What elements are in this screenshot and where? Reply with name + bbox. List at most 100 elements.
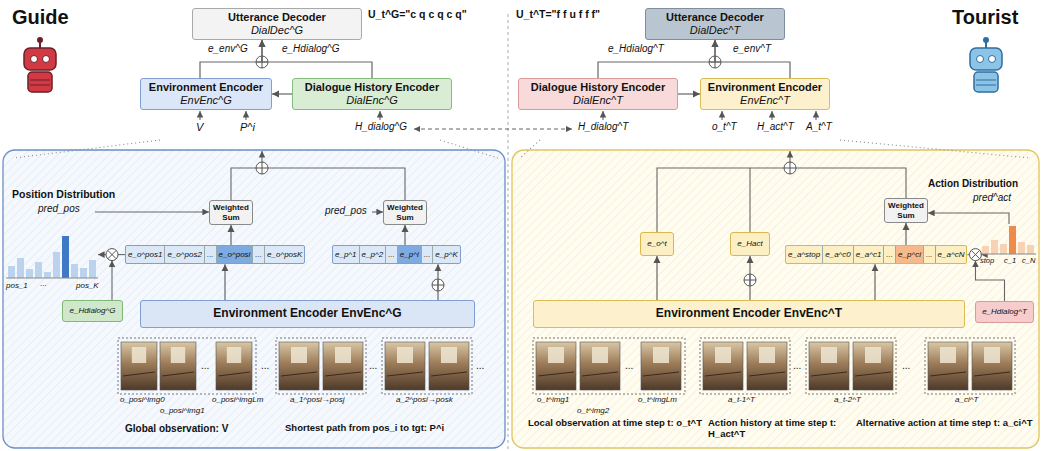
embedding-cell: ... bbox=[386, 246, 398, 263]
robot-antenna-tip bbox=[983, 37, 989, 43]
image-group bbox=[276, 338, 366, 394]
symbol-ring bbox=[784, 162, 796, 174]
photo-window bbox=[548, 347, 564, 363]
photo-frame bbox=[853, 342, 893, 390]
photo-floor bbox=[387, 372, 423, 376]
probability-bar bbox=[53, 252, 60, 278]
scene-photo bbox=[536, 342, 576, 390]
module-name: Dialogue History Encoder bbox=[531, 81, 665, 94]
robot-eye bbox=[31, 56, 38, 63]
math-label: pred_pos bbox=[38, 203, 80, 215]
embedding-box: e_Hdialog^T bbox=[975, 301, 1034, 323]
module-name: Dialogue History Encoder bbox=[305, 81, 439, 94]
photo-floor bbox=[325, 372, 361, 376]
zoom-line bbox=[840, 140, 1030, 158]
zoom-line bbox=[14, 140, 160, 158]
probability-bar bbox=[991, 240, 998, 254]
symbol-cross bbox=[108, 251, 116, 259]
photo-floor bbox=[538, 372, 574, 376]
ellipsis: ... bbox=[369, 360, 377, 372]
photo-window bbox=[984, 347, 1000, 363]
image-label: a_2^posi→posk bbox=[396, 395, 453, 404]
photo-frame bbox=[809, 342, 849, 390]
robot-body bbox=[28, 72, 52, 92]
merge-wire bbox=[796, 168, 906, 198]
scene-photo bbox=[429, 342, 469, 390]
zoom-line bbox=[520, 140, 540, 158]
symbol-cross bbox=[971, 251, 979, 259]
probability-bar bbox=[1027, 245, 1034, 254]
module-name: Utterance Decoder bbox=[666, 11, 764, 24]
symbol-cross bbox=[784, 162, 796, 174]
math-label: e_Hdialog^T bbox=[608, 43, 664, 55]
embedding-cell: e_a^cN bbox=[936, 246, 967, 263]
exchange-arrow bbox=[414, 129, 572, 130]
image-label: o_t^imgLm bbox=[638, 395, 677, 404]
input-arrow bbox=[771, 111, 772, 120]
photo-window bbox=[653, 347, 669, 363]
photo-frame bbox=[385, 342, 425, 390]
embedding-cell: e_p^1 bbox=[333, 246, 360, 263]
chart-baseline bbox=[6, 278, 98, 279]
divider-line bbox=[508, 14, 509, 451]
symbol-cross bbox=[256, 162, 268, 174]
photo-frame bbox=[747, 342, 787, 390]
connector-arrow bbox=[200, 40, 262, 78]
probability-bar bbox=[89, 260, 96, 278]
caption-label: Global observation: V bbox=[125, 423, 228, 435]
math-label: V bbox=[196, 121, 203, 134]
tourist-robot-icon bbox=[970, 37, 1002, 92]
robot-stripe bbox=[30, 80, 50, 81]
image-group bbox=[118, 338, 256, 394]
math-label: o_t^T bbox=[712, 121, 737, 133]
module-symbol: DialDec^G bbox=[251, 24, 303, 37]
image-group bbox=[700, 338, 790, 394]
photo-window bbox=[227, 347, 241, 363]
embedding-box: e_o^t bbox=[640, 232, 674, 256]
photo-floor bbox=[123, 372, 155, 376]
pred-arrow bbox=[95, 211, 209, 212]
embedding-box: e_Hdialog^G bbox=[62, 300, 123, 322]
photo-window bbox=[821, 347, 837, 363]
output-wire bbox=[261, 151, 262, 162]
scene-photo bbox=[279, 342, 319, 390]
embedding-row: e_a^stope_a^c0e_a^c1...e_p^ci...e_a^cN bbox=[785, 245, 967, 264]
ellipsis: ... bbox=[476, 360, 484, 372]
embedding-cell: e_p^2 bbox=[360, 246, 387, 263]
probability-bar bbox=[44, 272, 51, 278]
score-arrow bbox=[98, 254, 106, 255]
photo-floor bbox=[582, 372, 618, 376]
ellipsis: ... bbox=[902, 360, 910, 372]
math-label: e_Hdialog^G bbox=[282, 43, 340, 55]
math-label: e_env^G bbox=[208, 43, 248, 55]
axis-label: c_N bbox=[1022, 257, 1035, 266]
embedding-box: e_Hact bbox=[730, 232, 770, 256]
encoder-box: Environment EncoderEnvEnc^G bbox=[140, 78, 272, 110]
chart-baseline bbox=[980, 254, 1036, 255]
math-label: H_dialog^T bbox=[578, 121, 628, 133]
photo-frame bbox=[536, 342, 576, 390]
math-label: A_t^T bbox=[806, 121, 832, 133]
merge-wire bbox=[749, 168, 750, 232]
input-arrow bbox=[245, 111, 246, 120]
ellipsis: ... bbox=[625, 360, 633, 372]
guide-panel bbox=[3, 150, 505, 448]
probability-bar bbox=[982, 246, 989, 254]
photo-floor bbox=[162, 372, 194, 376]
probability-bar bbox=[35, 262, 42, 278]
math-label: H_dialog^G bbox=[355, 121, 407, 133]
robot-stripe bbox=[976, 85, 996, 86]
connector-arrow bbox=[230, 225, 231, 245]
embedding-cell: e_o^posK bbox=[265, 246, 304, 263]
probability-bar bbox=[8, 266, 15, 278]
image-group bbox=[806, 338, 896, 394]
module-symbol: DialEnc^T bbox=[573, 94, 623, 107]
photo-window bbox=[132, 347, 146, 363]
probability-bar bbox=[1000, 244, 1007, 254]
symbol-ring bbox=[969, 249, 981, 261]
robot-stripe bbox=[976, 80, 996, 81]
photo-window bbox=[940, 347, 956, 363]
connector-arrow bbox=[224, 264, 225, 300]
photo-frame bbox=[972, 342, 1012, 390]
